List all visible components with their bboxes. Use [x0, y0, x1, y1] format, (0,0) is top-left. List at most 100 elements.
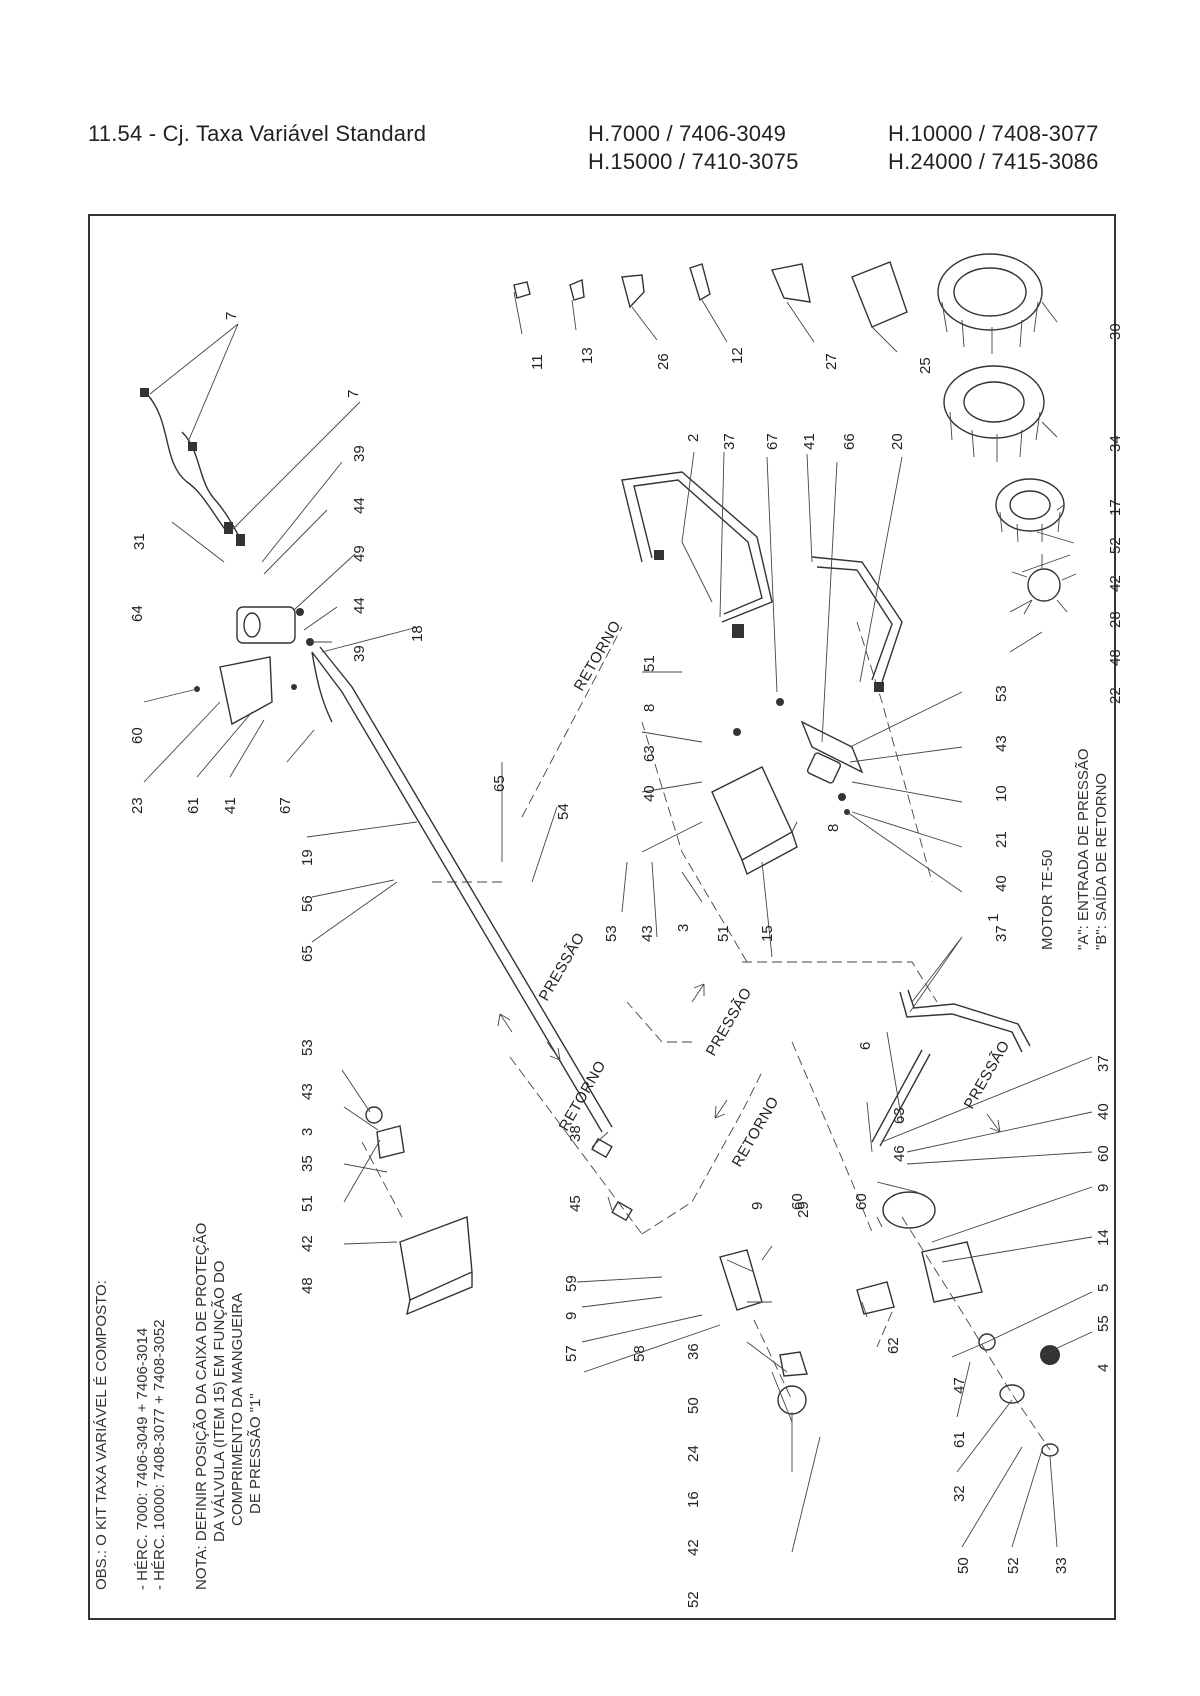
fitting-63: [733, 728, 741, 736]
bracket-27: [771, 263, 811, 303]
nota-line: COMPRIMENTO DA MANGUEIRA: [229, 1293, 246, 1526]
callout-62: 62: [885, 1337, 902, 1354]
tube-20-inner: [816, 566, 893, 681]
hose-6: [871, 1049, 923, 1143]
exploded-diagram-frame: 7 7 39 31 44 64 49 44 39 18 60 23 61 41 …: [88, 214, 1124, 1620]
bracket-11: [513, 281, 531, 299]
callout-20: 20: [889, 433, 906, 450]
flow-label-pressao: PRESSÃO: [961, 1038, 1014, 1112]
callout-56: 56: [299, 895, 316, 912]
routing-line: [509, 1056, 643, 1235]
model-code: H.24000 / 7415-3086: [888, 149, 1099, 174]
callout-42: 42: [299, 1235, 316, 1252]
callout-39: 39: [351, 445, 368, 462]
hose-fitting: [140, 388, 149, 397]
callout-49: 49: [351, 545, 368, 562]
callout-35: 35: [299, 1155, 316, 1172]
callout-40: 40: [993, 875, 1010, 892]
callout-60: 60: [129, 727, 146, 744]
callout-40: 40: [1095, 1103, 1112, 1120]
hose-1-inner: [907, 989, 1031, 1047]
flow-arrow: [546, 1041, 561, 1061]
flow-arrow: [691, 983, 705, 1003]
callout-19: 19: [299, 849, 316, 866]
callout-60: 60: [1095, 1145, 1112, 1162]
model-code: H.7000 / 7406-3049: [588, 121, 787, 146]
callout-21: 21: [993, 831, 1010, 848]
callout-13: 13: [579, 347, 596, 364]
callout-60: 60: [789, 1193, 806, 1210]
cover-25: [851, 261, 908, 328]
fitting-40: [838, 793, 846, 801]
callout-37: 37: [721, 433, 738, 450]
valve-box-15: [711, 766, 793, 861]
obs-line: - HÉRC. 10000: 7408-3077 + 7408-3052: [151, 1319, 168, 1590]
callout-58: 58: [631, 1345, 648, 1362]
fitting-67: [776, 698, 784, 706]
callout-61: 61: [185, 797, 202, 814]
callout-38: 38: [567, 1125, 584, 1142]
star-plate-28: [1011, 554, 1077, 615]
callout-59: 59: [563, 1275, 580, 1292]
routing-line: [876, 1311, 893, 1348]
callout-26: 26: [655, 353, 672, 370]
callout-37: 37: [1095, 1055, 1112, 1072]
callout-66: 66: [841, 433, 858, 450]
hose-fitting: [224, 522, 233, 534]
callout-28: 28: [1107, 611, 1124, 628]
fitting-3: [365, 1106, 383, 1124]
model-code: H.10000 / 7408-3077: [888, 121, 1099, 146]
callout-25: 25: [917, 357, 934, 374]
bracket-26: [621, 274, 645, 309]
motor-46: [882, 1191, 936, 1229]
tube-fitting: [654, 550, 664, 560]
obs-line: - HÉRC. 7000: 7406-3049 + 7406-3014: [134, 1328, 151, 1590]
hose-6-inner: [879, 1053, 931, 1147]
callout-54: 54: [555, 803, 572, 820]
callout-50: 50: [955, 1557, 972, 1574]
callout-67: 67: [277, 797, 294, 814]
motor-title: MOTOR TE-50: [1039, 850, 1056, 950]
callout-50: 50: [685, 1397, 702, 1414]
callout-11: 11: [529, 354, 546, 370]
valve-10: [806, 752, 842, 784]
callout-55: 55: [1095, 1315, 1112, 1332]
callout-61: 61: [951, 1431, 968, 1448]
callout-7: 7: [345, 390, 362, 398]
callout-57: 57: [563, 1345, 580, 1362]
hose-fitting: [236, 534, 245, 546]
gear-4: [1040, 1345, 1060, 1365]
ring-17: [995, 478, 1065, 543]
callout-48: 48: [1107, 649, 1124, 666]
routing-line: [361, 1141, 403, 1218]
hose-1: [899, 991, 1023, 1053]
routing-line: [626, 1001, 692, 1043]
callout-3: 3: [299, 1128, 316, 1136]
routing-line: [753, 1319, 793, 1401]
nota-line: DA VÁLVULA (ITEM 15) EM FUNÇÃO DO: [211, 1261, 228, 1542]
plate-36: [719, 1249, 763, 1311]
callout-7: 7: [223, 312, 240, 320]
tube-fitting: [874, 682, 884, 692]
flow-arrow: [986, 1113, 1001, 1133]
protector-box: [399, 1216, 473, 1302]
callout-3: 3: [675, 924, 692, 932]
callout-24: 24: [685, 1445, 702, 1462]
callout-53: 53: [299, 1039, 316, 1056]
callout-1: 1: [985, 914, 1002, 922]
callout-64: 64: [129, 605, 146, 622]
valve-port: [243, 612, 261, 638]
callout-60: 60: [853, 1193, 870, 1210]
callout-47: 47: [951, 1377, 968, 1394]
callout-8: 8: [825, 824, 842, 832]
tube-2-inner: [633, 479, 763, 615]
hose-fitting: [188, 442, 197, 451]
callout-9: 9: [1095, 1184, 1112, 1192]
callout-30: 30: [1107, 323, 1124, 340]
callout-65: 65: [491, 775, 508, 792]
callout-43: 43: [299, 1083, 316, 1100]
hose-31: [146, 393, 228, 533]
bracket-13: [569, 278, 585, 301]
callout-15: 15: [759, 925, 776, 942]
callout-43: 43: [993, 735, 1010, 752]
